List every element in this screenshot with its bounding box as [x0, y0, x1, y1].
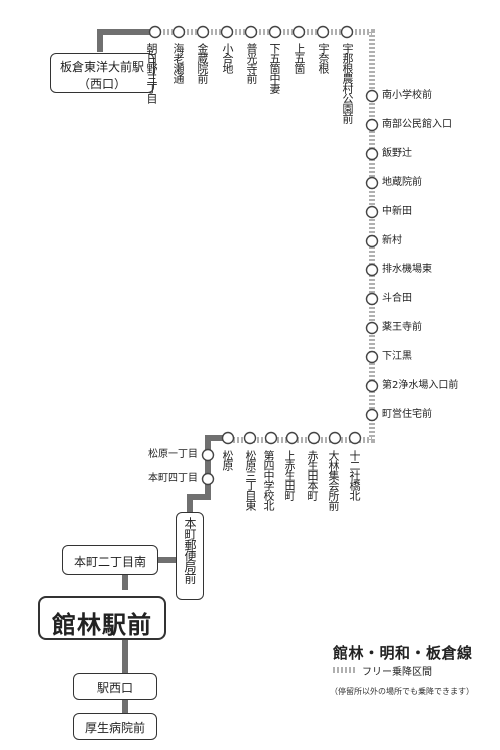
- stop-kosei-byoin-label: 厚生病院前: [84, 721, 145, 735]
- stop-honcho-nichome[interactable]: 本町二丁目南: [62, 545, 158, 575]
- stop-honcho-yubin-label: 本町郵便局前: [183, 517, 197, 583]
- stop-marker[interactable]: [365, 205, 379, 219]
- route-title: 館林・明和・板倉線: [333, 644, 473, 662]
- stop-marker[interactable]: [316, 25, 330, 39]
- stop-marker[interactable]: [172, 25, 186, 39]
- stop-label: 上赤生田町: [283, 450, 296, 500]
- legend-dotted-swatch: [333, 667, 357, 673]
- stop-marker[interactable]: [365, 118, 379, 132]
- stop-marker[interactable]: [307, 431, 321, 445]
- stop-marker[interactable]: [365, 234, 379, 248]
- stop-label: 町営住宅前: [382, 409, 432, 420]
- stop-label: 普光寺前: [245, 43, 258, 83]
- stop-label: 第四中学校北: [262, 450, 275, 510]
- stop-marker[interactable]: [365, 263, 379, 277]
- stop-label: 十二社橋北: [348, 450, 361, 500]
- route-line-mid: [187, 435, 230, 512]
- stop-marker[interactable]: [201, 472, 215, 486]
- stop-label: 下江黒: [382, 351, 412, 362]
- stop-label: 赤生田本町: [306, 450, 319, 500]
- stop-marker[interactable]: [365, 176, 379, 190]
- stop-label: 南部公民館入口: [382, 119, 452, 130]
- stop-label: 上五箇: [293, 43, 306, 73]
- stop-label: 中新田: [382, 206, 412, 217]
- stop-label: 松原: [221, 450, 234, 470]
- terminal-itakura-name: 板倉東洋大前駅: [59, 60, 144, 74]
- stop-honcho-yubin[interactable]: 本町郵便局前: [176, 512, 204, 600]
- stop-label: 宇那根農村公園前: [341, 43, 354, 123]
- stop-marker[interactable]: [365, 321, 379, 335]
- stop-label: 松原三丁目東: [244, 450, 257, 510]
- stop-label: 宇奈根: [317, 43, 330, 73]
- stop-label: 飯野辻: [382, 148, 412, 159]
- stop-label: 松原一丁目: [148, 449, 198, 460]
- bus-stops: [148, 25, 379, 486]
- stop-kosei-byoin[interactable]: 厚生病院前: [73, 713, 157, 740]
- stop-label: 排水機場東: [382, 264, 432, 275]
- stop-marker[interactable]: [196, 25, 210, 39]
- stop-label: 小合地: [221, 43, 234, 73]
- stop-label: 薬王寺前: [382, 322, 422, 333]
- stop-marker[interactable]: [243, 431, 257, 445]
- terminal-tatebayashi-name: 館林駅前: [52, 611, 152, 639]
- stop-marker[interactable]: [340, 25, 354, 39]
- stop-marker[interactable]: [201, 448, 215, 462]
- stop-label: 本町四丁目: [148, 473, 198, 484]
- stop-label: 地蔵院前: [382, 177, 422, 188]
- terminal-itakura-sub: （西口）: [77, 77, 126, 91]
- legend-note: （停留所以外の場所でも乗降できます）: [330, 687, 474, 696]
- stop-marker[interactable]: [365, 292, 379, 306]
- free-boarding-route: [155, 29, 375, 443]
- stop-marker[interactable]: [365, 379, 379, 393]
- route-line-top: [97, 29, 155, 52]
- stop-eki-nishiguchi[interactable]: 駅西口: [73, 673, 157, 700]
- stop-label: 南小学校前: [382, 90, 432, 101]
- stop-marker[interactable]: [285, 431, 299, 445]
- stop-marker[interactable]: [268, 25, 282, 39]
- stop-marker[interactable]: [328, 431, 342, 445]
- stop-label: 海老瀬通: [172, 43, 185, 83]
- stop-marker[interactable]: [244, 25, 258, 39]
- stop-marker[interactable]: [264, 431, 278, 445]
- stop-label: 第2浄水場入口前: [382, 380, 459, 391]
- stop-marker[interactable]: [365, 408, 379, 422]
- stop-label: 大林集会所前: [327, 450, 340, 510]
- stop-marker[interactable]: [365, 89, 379, 103]
- terminal-tatebayashi[interactable]: 館林駅前: [38, 596, 166, 640]
- stop-marker[interactable]: [220, 25, 234, 39]
- stop-marker[interactable]: [148, 25, 162, 39]
- stop-label: 金蔵院前: [196, 43, 209, 83]
- stop-eki-nishiguchi-label: 駅西口: [96, 681, 133, 695]
- stop-label: 斗合田: [382, 293, 412, 304]
- legend-label: フリー乗降区間: [362, 667, 432, 678]
- stop-marker[interactable]: [292, 25, 306, 39]
- stop-marker[interactable]: [348, 431, 362, 445]
- stop-marker[interactable]: [221, 431, 235, 445]
- stop-honcho-nichome-label: 本町二丁目南: [73, 555, 146, 569]
- stop-label: 新村: [382, 235, 402, 246]
- stop-marker[interactable]: [365, 147, 379, 161]
- stop-label: 朝日野三丁目: [145, 43, 158, 103]
- terminal-itakura[interactable]: 板倉東洋大前駅 （西口）: [50, 53, 154, 93]
- stop-marker[interactable]: [365, 350, 379, 364]
- stop-label: 下五箇中妻: [268, 43, 281, 93]
- route-line-free-top: [155, 29, 375, 443]
